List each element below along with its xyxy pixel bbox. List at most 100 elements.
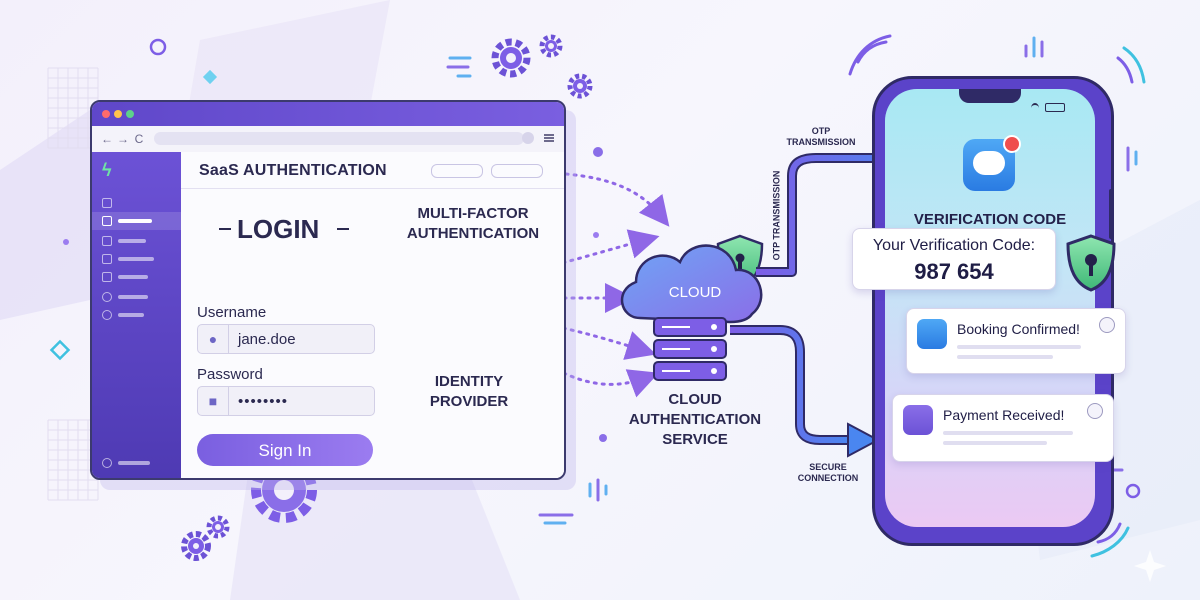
sidebar-item-bar	[118, 257, 154, 261]
battery-icon	[1045, 103, 1065, 112]
user-icon: ●	[198, 325, 229, 353]
sidebar-item-bar	[118, 461, 150, 465]
grid-pattern	[47, 67, 99, 501]
secure-line2: CONNECTION	[797, 473, 859, 483]
signal-waves-icon	[848, 34, 1146, 558]
gear-icon	[102, 310, 112, 320]
notification-payment-text: Payment Received!	[943, 407, 1065, 423]
browser-titlebar	[92, 102, 564, 126]
mfa-label-line1: MULTI-FACTOR	[417, 205, 529, 222]
messages-app-icon[interactable]	[963, 139, 1015, 191]
deco-dot	[593, 232, 599, 238]
chat-bubble-icon	[973, 151, 1005, 175]
verification-code-title: VERIFICATION CODE	[913, 211, 1067, 228]
cas-label: CLOUD AUTHENTICATION SERVICE	[610, 390, 780, 450]
calendar-icon	[102, 216, 112, 226]
gear-icon	[181, 531, 211, 561]
sign-in-button[interactable]: Sign In	[197, 434, 373, 466]
lock-icon: ■	[198, 387, 229, 415]
cas-label-line1: CLOUD	[668, 391, 722, 408]
notification-line	[943, 431, 1073, 435]
sidebar-item-bar	[118, 239, 146, 243]
list-icon	[102, 272, 112, 282]
reload-icon[interactable]: C	[134, 132, 144, 146]
gear-icon	[491, 38, 531, 78]
password-label: Password	[197, 366, 263, 383]
idp-label: IDENTITY PROVIDER	[404, 372, 534, 412]
header-pill[interactable]	[491, 164, 543, 178]
gear-icon	[206, 515, 230, 539]
otp-vertical-label: OTP TRANSMISSION	[771, 170, 782, 261]
phone-side-button	[1109, 189, 1113, 239]
otp-flow-arrow	[756, 155, 918, 275]
login-panel: SaaS AUTHENTICATION LOGIN Username ● jan…	[181, 152, 564, 478]
phone-shield-icon	[1066, 234, 1116, 292]
address-bar: ← → C	[92, 126, 564, 153]
sidebar-item-bar	[118, 295, 148, 299]
app-title: SaaS AUTHENTICATION	[199, 162, 387, 179]
code-label: Your Verification Code:	[872, 237, 1036, 254]
deco-diamond	[49, 339, 71, 361]
phone-notch	[959, 89, 1021, 103]
username-field[interactable]: ● jane.doe	[197, 324, 375, 354]
otp-transmission-label: OTP TRANSMISSION	[776, 126, 866, 148]
gear-icon	[567, 73, 593, 99]
minimize-window-button[interactable]	[114, 110, 122, 118]
close-window-button[interactable]	[102, 110, 110, 118]
secure-connection-label: SECURE CONNECTION	[788, 462, 868, 484]
idp-label-line2: PROVIDER	[429, 393, 509, 410]
username-label: Username	[197, 304, 267, 321]
secure-line1: SECURE	[809, 462, 847, 472]
users-icon	[102, 236, 112, 246]
wifi-icon	[1031, 103, 1039, 113]
avatar	[1087, 403, 1103, 419]
deco-dot	[63, 239, 69, 245]
heading-dash	[219, 228, 231, 230]
deco-ring	[149, 38, 167, 56]
back-arrow-icon[interactable]: ←	[101, 132, 113, 146]
notification-line	[957, 345, 1081, 349]
document-icon	[102, 254, 112, 264]
cloud-label: CLOUD	[668, 284, 722, 301]
url-field[interactable]	[154, 132, 524, 145]
verification-code-card: Your Verification Code: 987 654	[852, 228, 1056, 290]
password-value: ••••••••	[238, 393, 289, 410]
sparkle-icon	[1134, 550, 1166, 582]
gear-icon	[539, 34, 563, 58]
password-field[interactable]: ■ ••••••••	[197, 386, 375, 416]
notification-booking-text: Booking Confirmed!	[957, 321, 1080, 337]
app-sidebar: ϟ	[92, 152, 181, 478]
notification-booking[interactable]: Booking Confirmed!	[906, 308, 1126, 374]
chat-bubble-icon	[917, 319, 947, 349]
chart-icon	[102, 292, 112, 302]
notification-line	[957, 355, 1053, 359]
notification-line	[943, 441, 1047, 445]
sidebar-item-bar	[118, 219, 152, 223]
heading-dash	[337, 228, 349, 230]
header-pill[interactable]	[431, 164, 483, 178]
sidebar-item-bar	[118, 275, 148, 279]
code-value: 987 654	[914, 259, 994, 284]
deco-dot	[593, 147, 603, 157]
cloud-icon	[620, 244, 763, 324]
header-divider	[181, 188, 564, 189]
notification-payment[interactable]: Payment Received!	[892, 394, 1114, 462]
server-icon	[653, 317, 727, 381]
secure-flow-arrow	[730, 327, 850, 443]
maximize-window-button[interactable]	[126, 110, 134, 118]
mfa-label-line2: AUTHENTICATION	[406, 225, 540, 242]
avatar	[1099, 317, 1115, 333]
arrowhead-icon	[847, 422, 881, 458]
deco-dot	[599, 434, 607, 442]
credit-card-icon	[903, 405, 933, 435]
idp-label-line1: IDENTITY	[434, 373, 504, 390]
bg-shape	[0, 110, 90, 320]
deco-ring	[1125, 483, 1141, 499]
sidebar-item-bar	[118, 313, 144, 317]
home-icon	[102, 198, 112, 208]
forward-arrow-icon[interactable]: →	[117, 132, 129, 146]
cas-label-line3: SERVICE	[662, 431, 728, 448]
profile-icon[interactable]	[522, 132, 534, 144]
menu-icon[interactable]	[544, 134, 554, 136]
username-value: jane.doe	[238, 331, 296, 348]
